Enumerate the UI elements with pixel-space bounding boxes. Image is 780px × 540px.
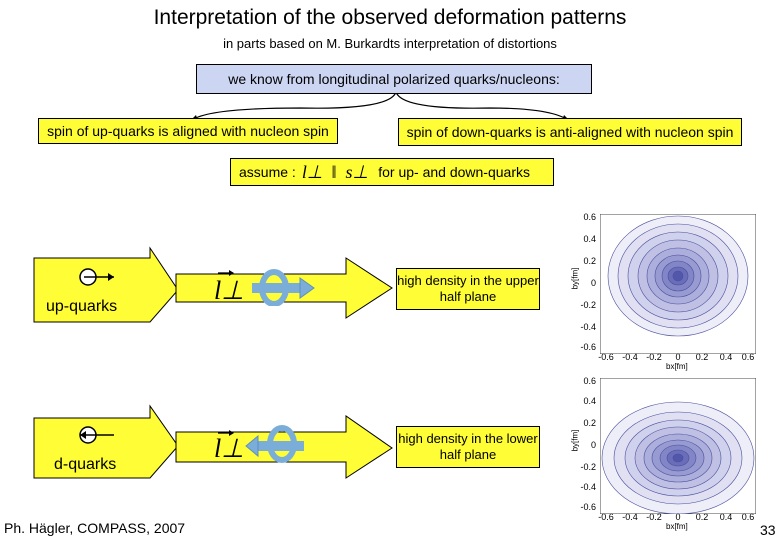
y-tick: 0.6 — [583, 212, 596, 222]
down-spin-symbol-icon — [79, 426, 114, 444]
x-tick: -0.2 — [646, 512, 662, 522]
x-tick: 0 — [675, 512, 681, 522]
x-axis-label: bx[fm] — [666, 522, 688, 531]
arrow-over-l-up — [218, 270, 234, 276]
y-tick: -0.2 — [580, 462, 596, 472]
y-tick: -0.6 — [580, 342, 596, 352]
x-tick: 0.4 — [719, 352, 733, 362]
y-tick: 0.4 — [583, 396, 596, 406]
x-tick: -0.2 — [646, 352, 662, 362]
x-tick: 0.6 — [741, 512, 755, 522]
y-tick: 0.4 — [583, 234, 596, 244]
arrow-over-l-down — [218, 430, 234, 436]
page-number: 33 — [760, 522, 776, 538]
assumption-prefix: assume : — [239, 164, 296, 180]
density-plot-down: 0.6 0.4 0.2 0 -0.2 -0.4 -0.6 -0.6 -0.4 -… — [570, 372, 762, 532]
down-result-box: high density in the lower half plane — [396, 426, 540, 468]
x-tick: 0 — [675, 352, 681, 362]
y-tick: 0 — [590, 440, 596, 450]
footer-credit: Ph. Hägler, COMPASS, 2007 — [4, 520, 186, 536]
up-quarks-label: up-quarks — [46, 298, 118, 315]
y-tick: 0.2 — [583, 256, 596, 266]
up-result-text: high density in the upper half plane — [397, 273, 539, 304]
down-result-text: high density in the lower half plane — [398, 431, 538, 462]
y-axis-label: by[fm] — [570, 429, 580, 452]
y-tick: 0.6 — [583, 376, 596, 386]
x-tick: -0.4 — [622, 512, 638, 522]
x-tick: 0.2 — [695, 512, 709, 522]
x-tick: -0.6 — [598, 352, 614, 362]
y-tick: 0 — [590, 278, 596, 288]
page-subtitle: in parts based on M. Burkardts interpret… — [223, 36, 557, 51]
y-tick: -0.4 — [580, 322, 596, 332]
l-perp-symbol-up: l⊥ — [214, 276, 244, 305]
d-quarks-label: d-quarks — [54, 456, 117, 473]
y-tick: -0.4 — [580, 482, 596, 492]
rotation-arrow-up-icon — [252, 269, 315, 306]
y-axis-label: by[fm] — [570, 267, 580, 290]
x-tick: 0.4 — [719, 512, 733, 522]
density-plot-up: 0.6 0.4 0.2 0 -0.2 -0.4 -0.6 -0.6 -0.4 -… — [570, 208, 762, 374]
assumption-suffix: for up- and down-quarks — [378, 164, 530, 180]
longitudinal-info-text: we know from longitudinal polarized quar… — [228, 71, 560, 87]
x-tick: -0.6 — [598, 512, 614, 522]
assumption-box: assume : l⊥ ‖ s⊥ for up- and down-quarks — [230, 158, 554, 186]
x-axis-label: bx[fm] — [666, 362, 688, 371]
x-tick: 0.6 — [741, 352, 755, 362]
y-tick: -0.2 — [580, 300, 596, 310]
down-quark-spin-text: spin of down-quarks is anti-aligned with… — [406, 124, 734, 140]
y-tick: 0.2 — [583, 418, 596, 428]
density-contours-up — [600, 214, 756, 354]
y-tick: -0.6 — [580, 502, 596, 512]
page-title: Interpretation of the observed deformati… — [153, 6, 627, 29]
longitudinal-info-box: we know from longitudinal polarized quar… — [196, 64, 592, 94]
rotation-arrow-down-icon — [245, 425, 304, 463]
up-quark-spin-text: spin of up-quarks is aligned with nucleo… — [47, 123, 329, 139]
x-tick: 0.2 — [695, 352, 709, 362]
down-quark-spin-box: spin of down-quarks is anti-aligned with… — [398, 118, 742, 146]
x-tick: -0.4 — [622, 352, 638, 362]
assumption-formula: l⊥ ‖ s⊥ — [301, 161, 369, 182]
density-contours-down — [600, 378, 756, 514]
l-perp-symbol-down: l⊥ — [214, 434, 244, 463]
up-result-box: high density in the upper half plane — [396, 268, 540, 310]
up-quark-spin-box: spin of up-quarks is aligned with nucleo… — [38, 118, 338, 144]
up-spin-symbol-icon — [79, 268, 114, 286]
